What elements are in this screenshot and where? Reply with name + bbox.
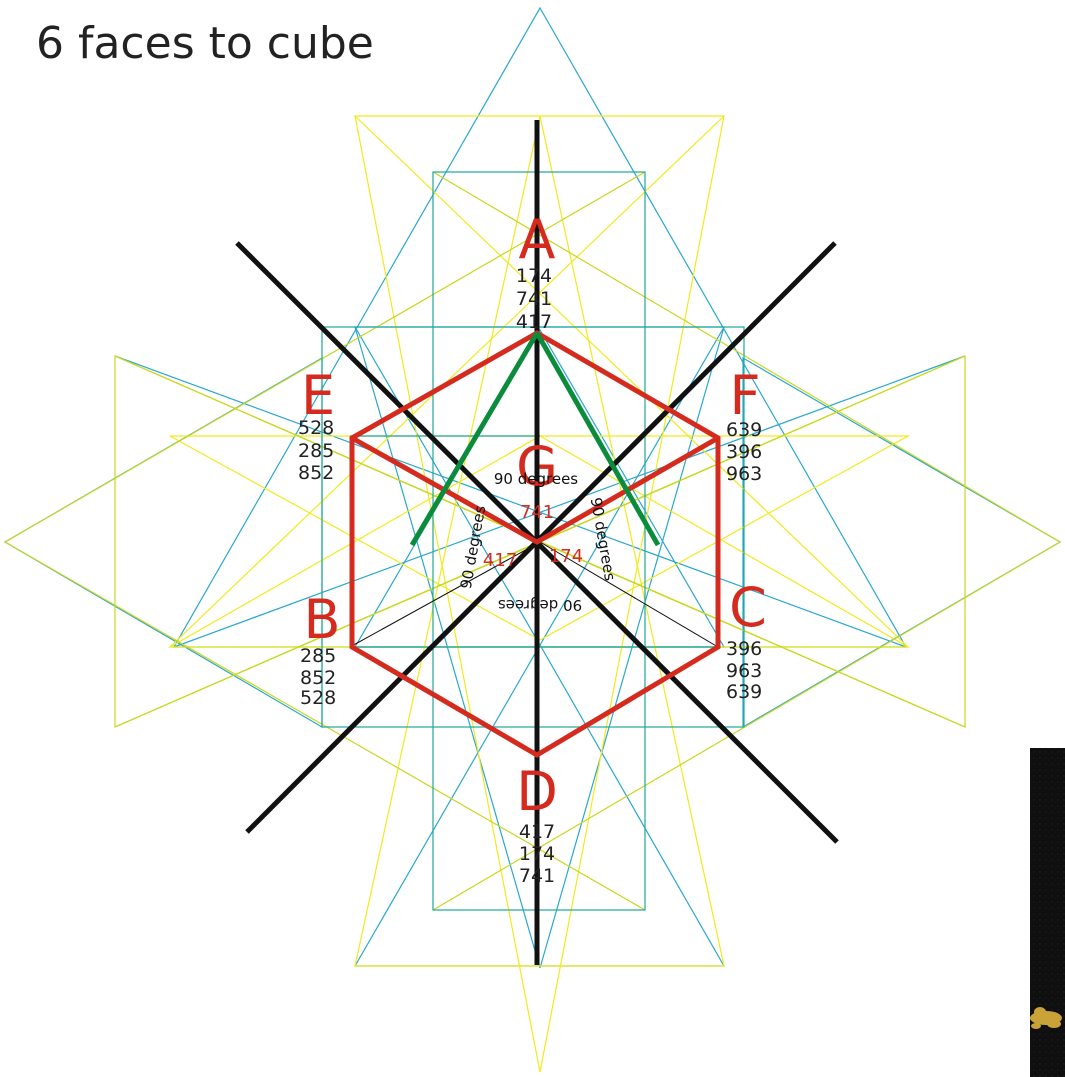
number-stack-e: 528 285 852 <box>298 417 334 484</box>
angle-label-bottom: 90 degrees <box>498 596 582 614</box>
svg-text:741: 741 <box>519 865 555 887</box>
svg-text:741: 741 <box>516 288 552 310</box>
svg-text:528: 528 <box>298 417 334 439</box>
vertex-label-a: A <box>519 208 556 271</box>
vertex-label-d: D <box>516 760 558 823</box>
svg-text:285: 285 <box>298 440 334 462</box>
svg-text:963: 963 <box>726 463 762 485</box>
number-stack-f: 639 396 963 <box>726 419 762 485</box>
number-stack-d: 417 174 741 <box>519 821 555 887</box>
svg-text:417: 417 <box>483 550 517 571</box>
vertex-label-c: C <box>729 576 767 639</box>
svg-text:174: 174 <box>519 843 555 865</box>
vertex-label-g: G <box>516 435 558 498</box>
angle-label-top: 90 degrees <box>494 470 578 488</box>
svg-text:174: 174 <box>516 265 552 287</box>
svg-text:639: 639 <box>726 681 762 703</box>
svg-text:417: 417 <box>519 821 555 843</box>
vertex-label-f: F <box>729 364 760 427</box>
svg-text:396: 396 <box>726 638 762 660</box>
dark-image-fragment <box>1030 748 1065 1077</box>
svg-text:174: 174 <box>549 546 583 567</box>
svg-text:396: 396 <box>726 441 762 463</box>
number-stack-a: 174 741 417 <box>516 265 552 333</box>
svg-text:417: 417 <box>516 311 552 333</box>
svg-text:639: 639 <box>726 419 762 441</box>
cyan-triangle-right <box>743 358 1060 727</box>
vertex-label-b: B <box>303 588 340 651</box>
svg-text:852: 852 <box>300 667 336 689</box>
svg-text:852: 852 <box>298 462 334 484</box>
number-stack-c: 396 963 639 <box>726 638 762 703</box>
svg-text:741: 741 <box>520 502 554 523</box>
number-stack-b: 285 852 528 <box>300 645 336 709</box>
cyan-triangle-left <box>5 358 322 727</box>
svg-text:285: 285 <box>300 645 336 667</box>
svg-text:963: 963 <box>726 660 762 682</box>
svg-text:528: 528 <box>300 687 336 709</box>
angle-label-left: 90 degrees <box>457 504 489 590</box>
